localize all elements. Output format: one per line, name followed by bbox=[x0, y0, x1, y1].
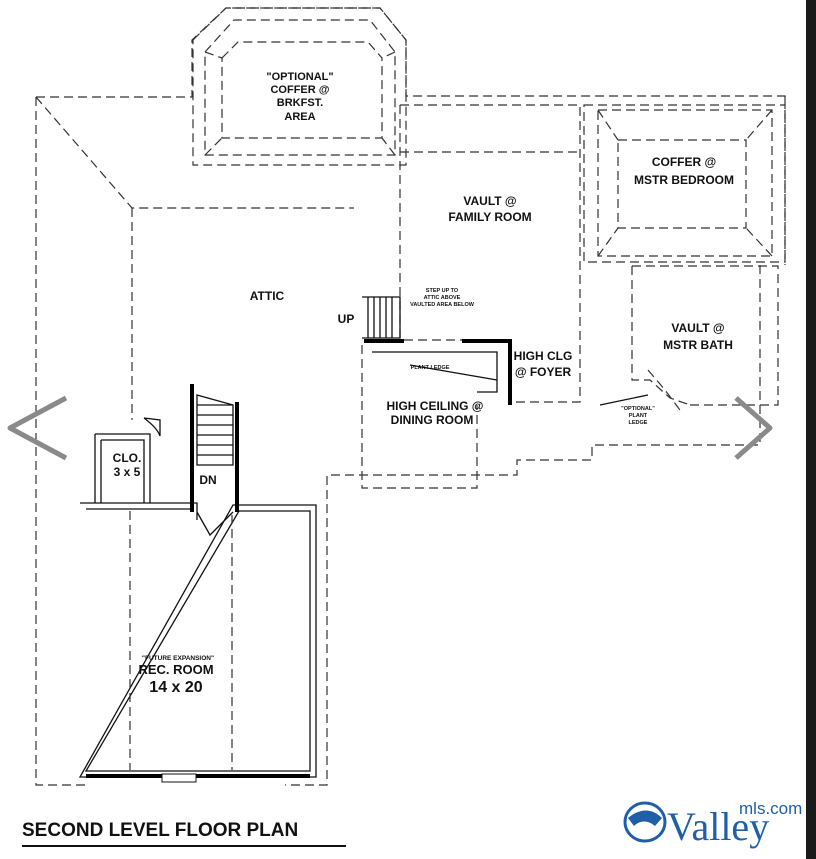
rec-room-label-line2: REC. ROOM bbox=[138, 662, 213, 677]
main-stair bbox=[190, 384, 239, 537]
plant-ledge-label: PLANT LEDGE bbox=[411, 365, 450, 371]
family-room-label-line2: FAMILY ROOM bbox=[448, 210, 531, 224]
plan-title: SECOND LEVEL FLOOR PLAN bbox=[22, 820, 298, 841]
breakfast-coffer bbox=[192, 7, 407, 166]
logo-main-text: Valley bbox=[667, 804, 769, 849]
master-bedroom-coffer bbox=[583, 104, 786, 263]
right-edge-bar bbox=[806, 0, 816, 859]
optional-ledge-line1: "OPTIONAL" bbox=[621, 406, 655, 412]
dining-room-label-line1: HIGH CEILING @ bbox=[386, 399, 483, 413]
dining-room-label-line2: DINING ROOM bbox=[391, 413, 474, 427]
breakfast-label: "OPTIONAL" COFFER @ BRKFST. AREA bbox=[266, 71, 333, 123]
attic-stair bbox=[362, 296, 401, 339]
closet-label-line1: CLO. bbox=[113, 451, 142, 465]
chevron-left-icon bbox=[7, 395, 68, 461]
down-label: DN bbox=[199, 473, 216, 487]
breakfast-label-line1: "OPTIONAL" bbox=[266, 71, 333, 83]
attic-label: ATTIC bbox=[250, 289, 285, 303]
breakfast-label-line4: AREA bbox=[284, 111, 315, 123]
breakfast-label-line2: COFFER @ bbox=[270, 84, 329, 96]
closet-label-line2: 3 x 5 bbox=[114, 465, 141, 479]
step-note-line3: VAULTED AREA BELOW bbox=[410, 302, 475, 308]
family-room-outline bbox=[399, 104, 581, 403]
master-bath-label-line2: MSTR BATH bbox=[663, 338, 733, 352]
master-bath-label-line1: VAULT @ bbox=[671, 321, 724, 335]
rec-room-outline bbox=[78, 502, 317, 783]
foyer-label-line2: @ FOYER bbox=[515, 365, 572, 379]
optional-ledge-line2: PLANT bbox=[629, 413, 648, 419]
next-arrow-button[interactable] bbox=[726, 395, 802, 461]
chevron-right-icon bbox=[734, 396, 773, 460]
family-room-label-line1: VAULT @ bbox=[463, 194, 516, 208]
prev-arrow-button[interactable] bbox=[2, 395, 74, 461]
dining-room-outline bbox=[361, 339, 512, 489]
valley-mls-logo: Valley mls.com bbox=[623, 799, 802, 849]
foyer-label-line1: HIGH CLG bbox=[514, 349, 573, 363]
rec-room-label-line3: 14 x 20 bbox=[149, 679, 202, 696]
ledge-leader bbox=[599, 394, 649, 406]
rec-room-label-line1: "FUTURE EXPANSION" bbox=[142, 655, 214, 662]
breakfast-label-line3: BRKFST. bbox=[277, 97, 323, 109]
optional-ledge-line3: LEDGE bbox=[629, 420, 648, 426]
master-bath-outline bbox=[631, 265, 779, 411]
step-note-line2: ATTIC ABOVE bbox=[424, 295, 461, 301]
up-label: UP bbox=[338, 312, 355, 326]
step-note-line1: STEP UP TO bbox=[426, 288, 459, 294]
master-bedroom-label-line1: COFFER @ bbox=[652, 155, 716, 169]
master-bedroom-label-line2: MSTR BEDROOM bbox=[634, 173, 734, 187]
closet-outline bbox=[94, 417, 161, 503]
logo-suffix-text: mls.com bbox=[739, 799, 802, 818]
